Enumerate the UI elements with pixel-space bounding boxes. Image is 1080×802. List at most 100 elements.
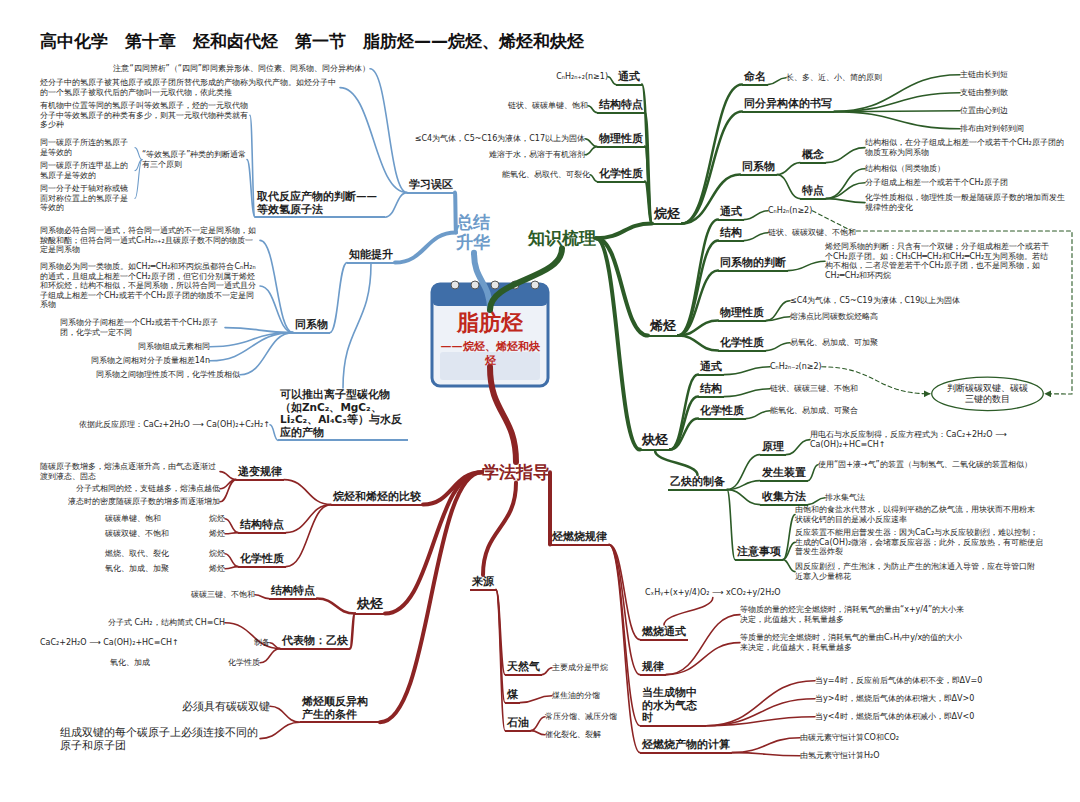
mindmap-node: 主链由长到短 bbox=[960, 70, 1008, 80]
mindmap-node: 碳碳单键、饱和烷烃 bbox=[105, 514, 225, 524]
node-text: 组成双键的每个碳原子上必须连接不同的原子和原子团 bbox=[60, 726, 260, 751]
node-text: 难溶于水，易溶于有机溶剂 bbox=[489, 150, 585, 160]
mindmap-node: 熔沸点比同碳数烷烃略高 bbox=[790, 312, 878, 322]
mindmap-node: 化学性质相似，物理性质一般是随碳原子数的增加而发生规律性的变化 bbox=[865, 193, 1070, 212]
branch-line bbox=[596, 224, 652, 239]
mindmap-node: 碳碳三键、不饱和 bbox=[191, 590, 255, 600]
branch-line bbox=[284, 480, 331, 505]
node-text: CₙH₂ₙ₋₂(n≥2) bbox=[770, 362, 822, 372]
branch-line bbox=[727, 490, 735, 560]
branch-line bbox=[220, 480, 236, 502]
node-text: 判断碳碳双键、碳碳三键的数目 bbox=[943, 383, 1032, 405]
mindmap-node: 通式 bbox=[718, 205, 744, 221]
branch-line bbox=[588, 106, 597, 113]
branch-line bbox=[678, 220, 718, 336]
node-text: 反应装置不能用启普发生器：因为CaC₂与水反应较剧烈，难以控制；生成的Ca(OH… bbox=[795, 528, 1045, 557]
node-text: 因反应剧烈，产生泡沫，为防止产生的泡沫通入导管，应在导管口附近塞入少量棉花 bbox=[795, 562, 1040, 581]
mindmap-node: 分子组成上相差一个或若干个CH₂原子团 bbox=[865, 178, 1008, 188]
node-text: ≤C4为气体，C5~C16为液体，C17以上为固体 bbox=[415, 134, 585, 144]
branch-line bbox=[777, 163, 800, 175]
central-topic: 脂肪烃——烷烃、烯烃和炔烃 bbox=[440, 310, 540, 367]
branch-line bbox=[225, 533, 238, 534]
mindmap-node: 催化裂化、裂解 bbox=[545, 730, 601, 740]
mindmap-node: 通式 bbox=[616, 70, 642, 86]
mindmap-node: 液态时的密度随碳原子数的增多而逐渐增加 bbox=[68, 497, 220, 507]
mindmap-node: 烯烃 bbox=[648, 318, 678, 337]
mindmap-node: 化学性质 bbox=[718, 336, 766, 352]
node-text: 通式 bbox=[618, 70, 640, 83]
node-text: 等物质的量的烃完全燃烧时，消耗氧气的量由“x+y/4”的大小来决定，此值越大，耗… bbox=[740, 605, 965, 624]
mindmap-node: 结构特点 bbox=[269, 584, 317, 600]
node-text: 分子式相同的烃，支链越多，熔沸点越低 bbox=[76, 484, 220, 494]
node-text: 能氧化、易取代、可裂化 bbox=[502, 170, 590, 180]
mindmap-node: 原理 bbox=[760, 440, 786, 456]
mindmap-node: 由碳元素守恒计算CO和CO₂ bbox=[800, 733, 899, 743]
node-text: 注意事项 bbox=[737, 545, 781, 558]
ellipse-shape bbox=[932, 377, 1044, 410]
mindmap-node: 由饱和的食盐水代替水，以得到平稳的乙炔气流，用块状而不用粉末状碳化钙的目的是减小… bbox=[795, 505, 1040, 524]
branch-line bbox=[678, 321, 718, 336]
mindmap-node: 结构 bbox=[698, 382, 724, 398]
node-text: 由饱和的食盐水代替水，以得到平稳的乙炔气流，用块状而不用粉末状碳化钙的目的是减小… bbox=[795, 505, 1040, 524]
mindmap-node: 同系物 bbox=[293, 318, 330, 334]
node-text: 烷烃 bbox=[654, 206, 680, 222]
node-text: 排布由对到邻到间 bbox=[960, 124, 1024, 134]
node-text: 依据此反应原理：CaC₂+2H₂O ⟶ Ca(OH)₂+C₂H₂↑ bbox=[79, 420, 270, 430]
page-title: 高中化学 第十章 烃和卤代烃 第一节 脂肪烃——烷烃、烯烃和炔烃 bbox=[40, 30, 584, 53]
branch-line bbox=[826, 183, 865, 199]
mindmap-node: 同系物之间相对分子质量相差14n bbox=[91, 356, 210, 366]
branch-line bbox=[766, 301, 790, 321]
node-text: 由氢元素守恒计算H₂O bbox=[800, 751, 880, 761]
node-text: ≤C4为气体，C5~C19为液体，C19以上为固体 bbox=[790, 296, 960, 306]
mindmap-node: 同系物分子间相差一个CH₂或若干个CH₂原子团，化学式一定不同 bbox=[60, 318, 225, 337]
node-text: CₙH₂ₙ(n≥2) bbox=[768, 206, 812, 216]
node-text: 物理性质 bbox=[720, 306, 764, 319]
node-text: 分子式 C₂H₂，结构简式 CH≡CH bbox=[108, 618, 225, 628]
node-text: 知识梳理 bbox=[528, 228, 596, 248]
node-text: 随碳原子数增多，熔沸点逐渐升高，由气态逐渐过渡到液态、固态 bbox=[40, 462, 220, 481]
mindmap-node: 分子式相同的烃，支链越多，熔沸点越低 bbox=[76, 484, 220, 494]
branch-line bbox=[385, 193, 407, 218]
node-text: 化学性质 bbox=[599, 167, 643, 180]
branch-line bbox=[286, 505, 331, 533]
mindmap-node: 当y=4时，反应前后气体的体积不变，即ΔV=0 bbox=[815, 676, 982, 686]
mindmap-node: 注意事项 bbox=[735, 545, 783, 561]
branch-line bbox=[490, 248, 562, 310]
mindmap-node: CₙH₂ₙ₊₂(n≥1) bbox=[556, 72, 608, 82]
node-text: 由碳元素守恒计算CO和CO₂ bbox=[800, 733, 899, 743]
mindmap-node: 学法指导 bbox=[482, 462, 550, 482]
node-text: 化学性质 bbox=[228, 658, 260, 668]
node-text: 学习误区 bbox=[409, 178, 453, 191]
branch-line bbox=[682, 112, 742, 224]
branch-line bbox=[260, 240, 293, 332]
mindmap-node: 烃燃烧规律 bbox=[550, 530, 609, 546]
node-text: 总结升华 bbox=[456, 212, 492, 253]
mindmap-node: 同系物之间物理性质不同，化学性质相似 bbox=[96, 370, 240, 380]
mindmap-node: 同一碳原子所连甲基上的氢原子是等效的 bbox=[40, 161, 135, 180]
node-text: 递变规律 bbox=[238, 465, 282, 478]
node-text: 位置由心到边 bbox=[960, 106, 1008, 116]
node-text: 学法指导 bbox=[482, 462, 550, 482]
mindmap-node: 特点 bbox=[800, 184, 826, 200]
mindmap-node: 天然气 bbox=[505, 660, 542, 676]
node-text: 链状、碳碳单键、饱和 bbox=[508, 101, 588, 111]
mindmap-node: 有机物中位置等同的氢原子叫等效氢原子，烃的一元取代物分子中等效氢原子的种类有多少… bbox=[40, 101, 250, 130]
branch-line bbox=[609, 545, 640, 753]
node-text: 氧化、加成 bbox=[110, 658, 150, 668]
node-text: 结构特点 bbox=[240, 518, 284, 531]
note-ellipse: 判断碳碳双键、碳碳三键的数目 bbox=[930, 376, 1045, 412]
branch-line bbox=[609, 545, 640, 726]
node-text: 代表物：乙炔 bbox=[282, 634, 348, 647]
node-text: 烯烃 bbox=[209, 564, 225, 574]
node-text: 概念 bbox=[802, 148, 824, 161]
node-text: 用电石与水反应制得，反应方程式为：CaC₂+2H₂O ⟶ Ca(OH)₂+HC≡… bbox=[810, 430, 1035, 449]
mindmap-node: 同系物 bbox=[740, 160, 777, 176]
node-text: 知能提升 bbox=[349, 248, 393, 261]
mindmap-node: 知能提升 bbox=[347, 248, 395, 264]
node-text: 规律 bbox=[642, 660, 664, 673]
mindmap-node: 规律 bbox=[640, 660, 666, 676]
branch-line bbox=[706, 681, 815, 726]
mindmap-node: 炔烃 bbox=[640, 432, 670, 451]
node-text: 烷烃 bbox=[209, 549, 225, 559]
